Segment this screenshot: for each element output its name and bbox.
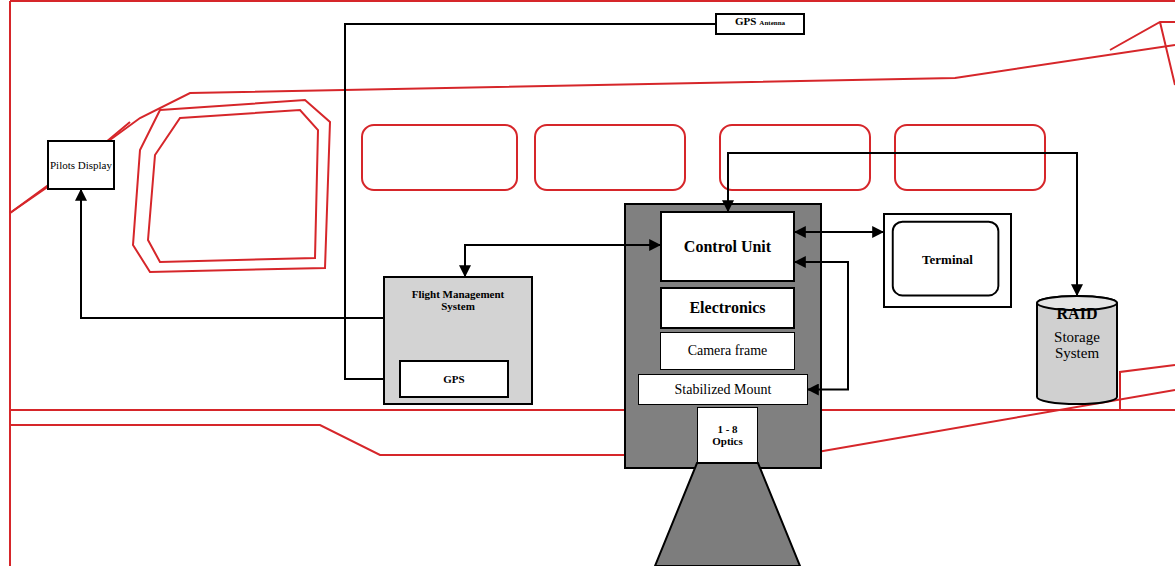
- cabin-window: [362, 125, 517, 190]
- control-box: Control Unit: [660, 211, 795, 282]
- node-label: Terminal: [922, 253, 973, 267]
- fuselage-belly: [10, 390, 1175, 455]
- node-label: GPS: [404, 373, 504, 385]
- cockpit-window-inner: [148, 110, 318, 262]
- node-label: Control Unit: [684, 238, 771, 256]
- cockpit-window: [133, 100, 330, 272]
- connector-arrow: [465, 245, 660, 276]
- system-box: Flight Management SystemGPS: [383, 276, 533, 405]
- storage-cylinder: RAID Storage System: [1036, 295, 1118, 405]
- node-label: Optics: [712, 435, 743, 447]
- cabin-window: [895, 125, 1045, 190]
- frame-line: [10, 1, 1175, 566]
- cabin-floor: [10, 409, 1175, 411]
- node-label: Electronics: [689, 299, 765, 317]
- connector-arrow: [795, 231, 883, 233]
- antenna-box: GPSAntenna: [715, 13, 805, 35]
- node-label: 1 - 8: [717, 423, 737, 435]
- frame-box: Camera frame: [660, 332, 795, 370]
- screen-rect: [893, 222, 999, 296]
- receiver-box: GPS: [399, 360, 509, 398]
- node-label: Storage System: [1042, 329, 1112, 362]
- cylinder-body: [1037, 296, 1117, 404]
- optics-box: 1 - 8Optics: [697, 407, 758, 463]
- connector-arrow: [795, 262, 848, 390]
- camera-housing: [625, 204, 821, 468]
- fuselage-top: [10, 45, 1175, 213]
- display-box: Pilots Display: [47, 140, 115, 190]
- terminal-box: Terminal: [883, 213, 1012, 308]
- node-label: RAID: [1057, 305, 1098, 323]
- tail-fin: [1110, 22, 1175, 85]
- aircraft-outline: [10, 1, 1175, 566]
- rear-door: [1120, 365, 1175, 410]
- mount-box: Stabilized Mount: [638, 374, 808, 405]
- field-of-view-cone: [655, 463, 800, 566]
- node-label: Pilots Display: [50, 159, 112, 171]
- windshield: [10, 122, 130, 213]
- node-label: GPS: [735, 15, 756, 27]
- node-label: Stabilized Mount: [675, 382, 772, 397]
- connector-arrow: [81, 190, 383, 318]
- electronics-box: Electronics: [660, 287, 795, 329]
- cabin-window: [720, 125, 870, 190]
- node-label: Flight Management System: [408, 288, 508, 312]
- node-label: Camera frame: [688, 343, 768, 358]
- node-label: Antenna: [759, 20, 785, 28]
- cabin-window: [535, 125, 685, 190]
